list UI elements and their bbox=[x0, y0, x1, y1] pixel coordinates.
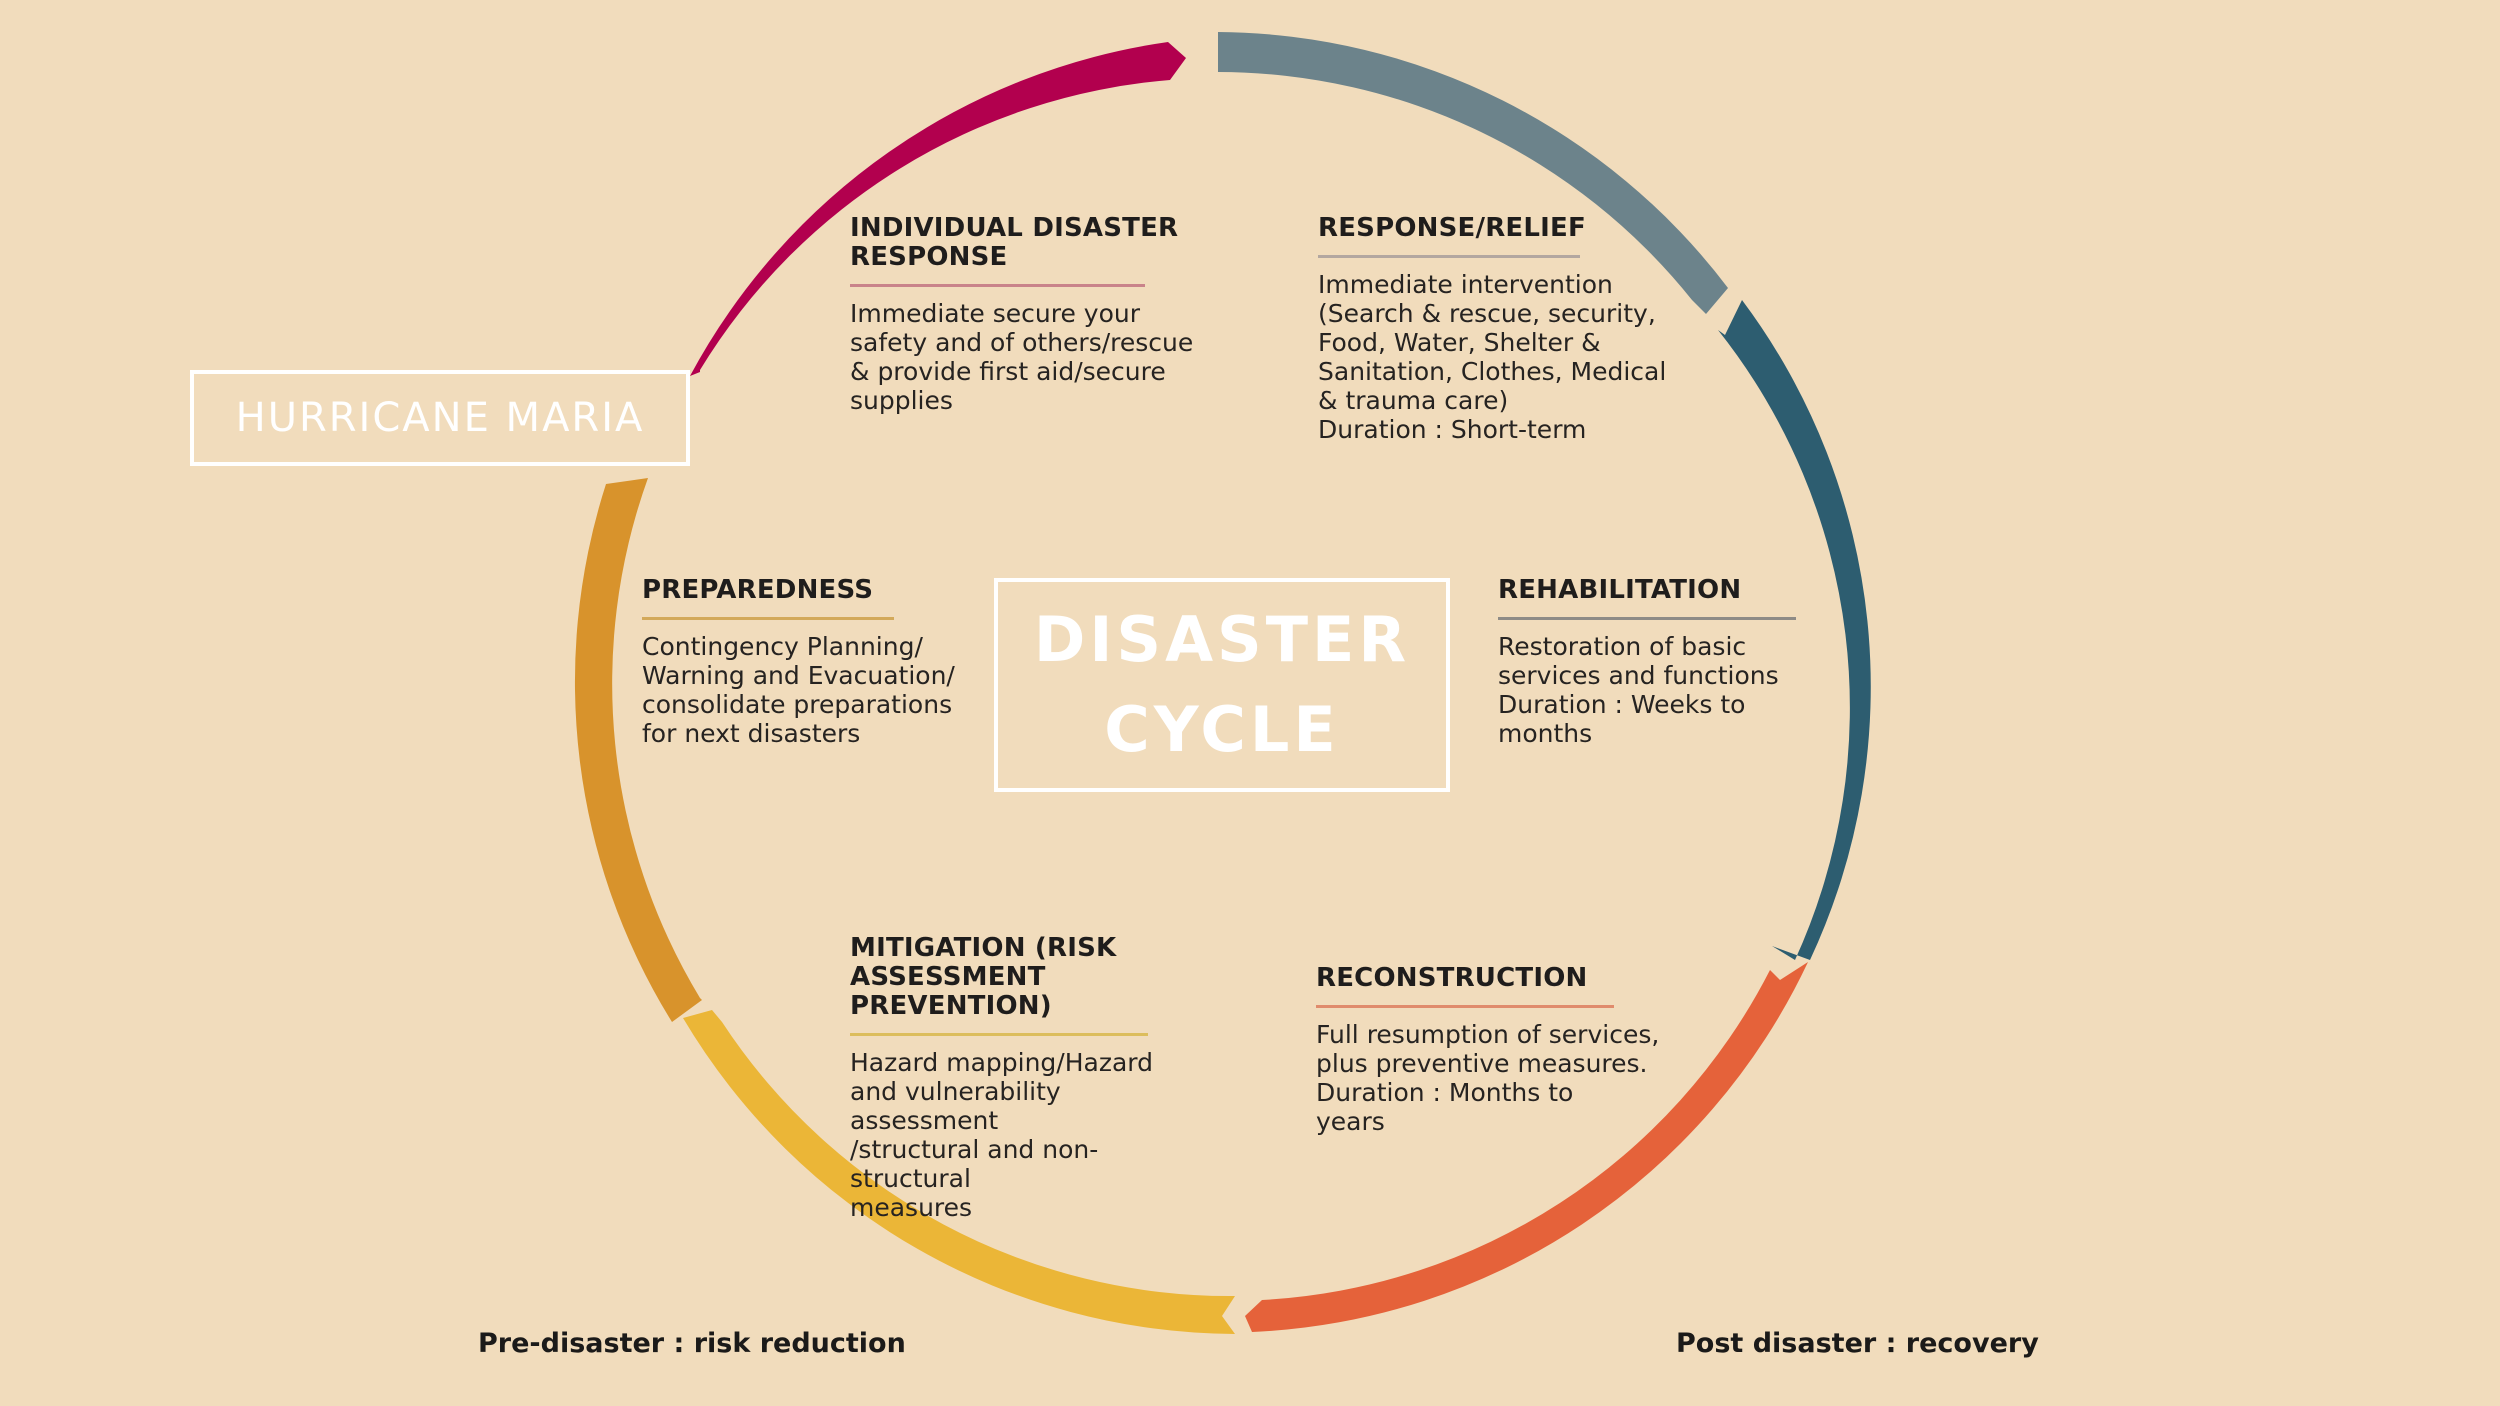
phase-individual-rule bbox=[850, 284, 1145, 287]
phase-individual: INDIVIDUAL DISASTER RESPONSE Immediate s… bbox=[850, 214, 1270, 415]
phase-response-rule bbox=[1318, 255, 1580, 258]
arc-mitigation bbox=[683, 1010, 1235, 1334]
center-title-box: DISASTER CYCLE bbox=[994, 578, 1450, 792]
phase-mitigation-rule bbox=[850, 1033, 1148, 1036]
center-title-line2: CYCLE bbox=[1104, 693, 1340, 766]
phase-preparedness: PREPAREDNESS Contingency Planning/ Warni… bbox=[642, 576, 982, 748]
phase-reconstruction: RECONSTRUCTION Full resumption of servic… bbox=[1316, 964, 1736, 1136]
phase-preparedness-rule bbox=[642, 617, 894, 620]
phase-reconstruction-body: Full resumption of services, plus preven… bbox=[1316, 1020, 1660, 1136]
phase-response-title: RESPONSE/RELIEF bbox=[1318, 213, 1586, 243]
phase-mitigation-body: Hazard mapping/Hazard and vulnerability … bbox=[850, 1048, 1153, 1222]
badge-text: HURRICANE MARIA bbox=[235, 395, 645, 441]
phase-individual-title: INDIVIDUAL DISASTER RESPONSE bbox=[850, 213, 1179, 272]
hurricane-maria-badge: HURRICANE MARIA bbox=[190, 370, 690, 466]
center-title-line1: DISASTER bbox=[1033, 603, 1411, 676]
phase-rehabilitation-rule bbox=[1498, 617, 1796, 620]
arc-response bbox=[1218, 32, 1728, 314]
phase-response-body: Immediate intervention (Search & rescue,… bbox=[1318, 270, 1667, 444]
phase-preparedness-body: Contingency Planning/ Warning and Evacua… bbox=[642, 632, 955, 748]
footer-post-disaster: Post disaster : recovery bbox=[1676, 1328, 2039, 1359]
phase-preparedness-title: PREPAREDNESS bbox=[642, 575, 874, 605]
phase-reconstruction-title: RECONSTRUCTION bbox=[1316, 963, 1588, 993]
arc-rehabilitation bbox=[1718, 300, 1871, 960]
phase-reconstruction-rule bbox=[1316, 1005, 1614, 1008]
footer-pre-disaster: Pre-disaster : risk reduction bbox=[478, 1328, 906, 1359]
phase-individual-body: Immediate secure your safety and of othe… bbox=[850, 299, 1194, 415]
phase-response: RESPONSE/RELIEF Immediate intervention (… bbox=[1318, 214, 1738, 444]
phase-mitigation-title: MITIGATION (RISK ASSESSMENT PREVENTION) bbox=[850, 933, 1117, 1021]
phase-rehabilitation: REHABILITATION Restoration of basic serv… bbox=[1498, 576, 1818, 748]
phase-rehabilitation-body: Restoration of basic services and functi… bbox=[1498, 632, 1779, 748]
arc-preparedness bbox=[574, 478, 702, 1022]
arc-individual bbox=[690, 42, 1186, 376]
phase-mitigation: MITIGATION (RISK ASSESSMENT PREVENTION) … bbox=[850, 934, 1180, 1222]
phase-rehabilitation-title: REHABILITATION bbox=[1498, 575, 1742, 605]
